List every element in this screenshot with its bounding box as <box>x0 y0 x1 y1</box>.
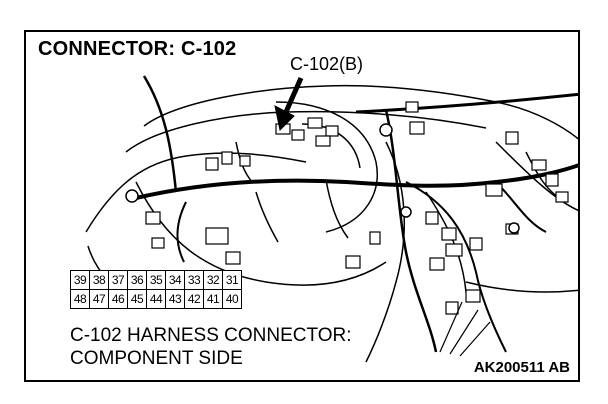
caption-line-2: COMPONENT SIDE <box>70 348 243 369</box>
leader-lines <box>439 301 491 357</box>
dashboard-harness-illustration <box>85 75 578 363</box>
diagram-frame: CONNECTOR: C-102 C-102(B) 39 38 37 36 35… <box>24 30 580 382</box>
pin-cell: 31 <box>222 270 242 290</box>
pin-cell: 40 <box>222 289 242 309</box>
figure-code: AK200511 AB <box>471 359 572 376</box>
pin-cell: 44 <box>146 289 166 309</box>
pin-cell: 47 <box>89 289 109 309</box>
harness-grommets <box>125 123 520 234</box>
diagram-title: CONNECTOR: C-102 <box>36 38 239 61</box>
pin-cell: 45 <box>127 289 147 309</box>
pin-row-bottom: 48 47 46 45 44 43 42 41 40 <box>70 289 242 309</box>
pin-cell: 41 <box>203 289 223 309</box>
pin-cell: 46 <box>108 289 128 309</box>
pin-cell: 32 <box>203 270 223 290</box>
connector-caption: C-102 HARNESS CONNECTOR: COMPONENT SIDE <box>70 324 356 370</box>
callout-label: C-102(B) <box>288 54 366 75</box>
caption-line-1: C-102 HARNESS CONNECTOR: <box>70 325 352 346</box>
pin-row-top: 39 38 37 36 35 34 33 32 31 <box>70 270 242 290</box>
callout-arrow <box>274 76 304 132</box>
pin-cell: 35 <box>146 270 166 290</box>
pin-cell: 48 <box>70 289 90 309</box>
pin-cell: 43 <box>165 289 185 309</box>
wire-harness <box>135 75 578 353</box>
pin-cell: 33 <box>184 270 204 290</box>
pin-cell: 34 <box>165 270 185 290</box>
pin-cell: 37 <box>108 270 128 290</box>
connector-pin-grid: 39 38 37 36 35 34 33 32 31 48 47 46 45 4… <box>70 270 242 309</box>
pin-cell: 42 <box>184 289 204 309</box>
pin-cell: 39 <box>70 270 90 290</box>
pin-cell: 36 <box>127 270 147 290</box>
pin-cell: 38 <box>89 270 109 290</box>
